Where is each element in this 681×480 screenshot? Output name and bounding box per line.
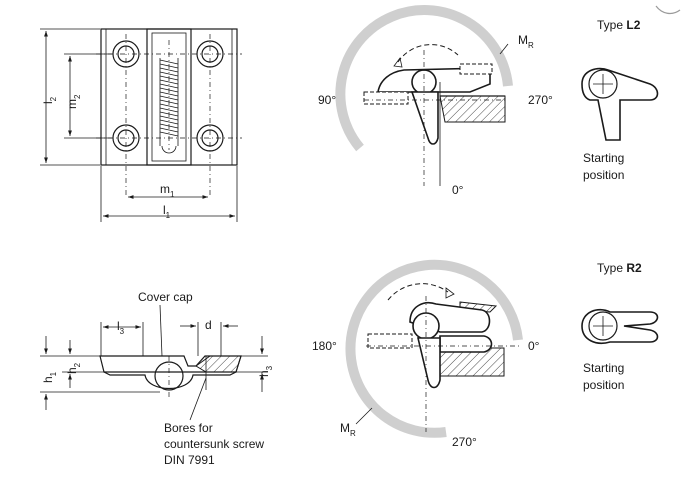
dim-m2-label: m2 bbox=[65, 94, 82, 109]
r2-starting-position-label: Starting position bbox=[583, 361, 628, 392]
r2-angle-180: 180° bbox=[312, 339, 337, 353]
dim-d-label: d bbox=[205, 318, 212, 332]
dim-m1-label: m1 bbox=[160, 182, 175, 199]
r2-angle-270: 270° bbox=[452, 435, 477, 449]
type-l2-title: Type L2 bbox=[597, 18, 641, 32]
dim-h2-label: h2 bbox=[65, 362, 82, 374]
dim-l2-label: l2 bbox=[41, 96, 58, 104]
l2-starting-position-label: Starting position bbox=[583, 151, 628, 182]
hinge-front-view: l2 m2 m1 l1 bbox=[40, 28, 242, 222]
r2-angle-0: 0° bbox=[528, 339, 540, 353]
l2-starting-position-icon bbox=[581, 67, 659, 141]
r2-starting-position-icon bbox=[581, 308, 659, 344]
l2-angle-90: 90° bbox=[318, 93, 336, 107]
l2-mr-label: MR bbox=[518, 33, 534, 50]
corner-curl-icon bbox=[655, 5, 681, 15]
type-r2-rotation-diagram: MR 180° 0° 270° Type R2 Starting positio… bbox=[312, 259, 659, 449]
l2-angle-0: 0° bbox=[452, 183, 464, 197]
r2-mr-label: MR bbox=[340, 421, 356, 438]
hinge-side-view: Cover cap l3 d h1 h2 h3 Bores for bbox=[40, 290, 274, 467]
cover-cap-label: Cover cap bbox=[138, 290, 193, 304]
l2-angle-270: 270° bbox=[528, 93, 553, 107]
dim-h3-label: h3 bbox=[257, 365, 274, 377]
dim-l3-label: l3 bbox=[117, 319, 125, 336]
dim-h1-label: h1 bbox=[41, 371, 58, 383]
spring-coil bbox=[159, 40, 179, 154]
type-r2-title: Type R2 bbox=[597, 261, 642, 275]
type-l2-rotation-diagram: MR 90° 270° 0° Type L2 Starting pos bbox=[318, 5, 659, 197]
dim-l1-label: l1 bbox=[163, 203, 171, 220]
bores-note: Bores for countersunk screw DIN 7991 bbox=[164, 421, 267, 467]
